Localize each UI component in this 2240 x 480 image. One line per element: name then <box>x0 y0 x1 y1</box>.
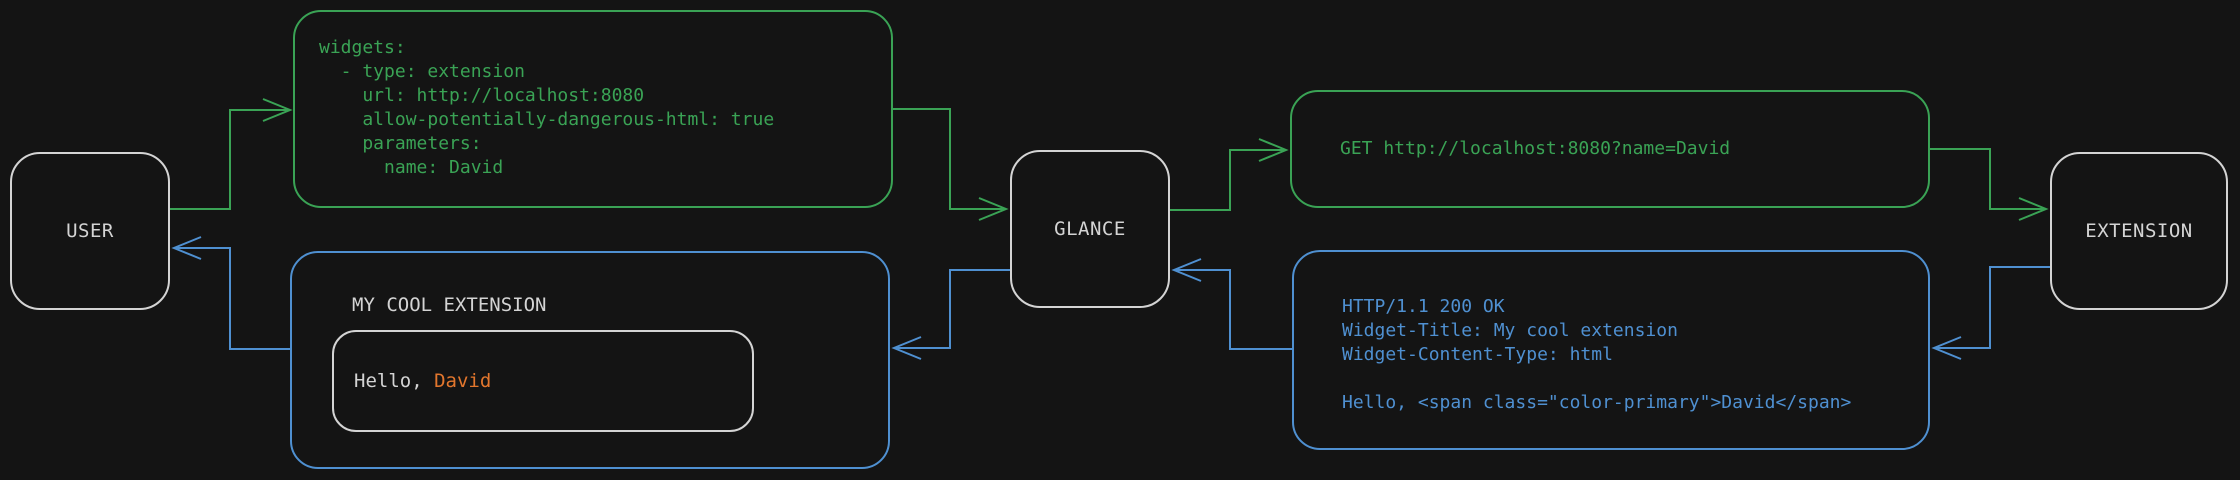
glance-node-label: GLANCE <box>1054 218 1126 240</box>
glance-node: GLANCE <box>1010 150 1170 308</box>
edge-widget-to-user <box>171 236 290 350</box>
edge-glance-to-request <box>1170 138 1289 211</box>
yaml-config-line: widgets: <box>319 37 406 58</box>
http-request-line: GET http://localhost:8080?name=David <box>1340 138 1731 159</box>
edge-config-to-glance <box>893 108 1009 221</box>
yaml-config-line: name: David <box>319 157 504 178</box>
http-response-line: Hello, <span class="color-primary">David… <box>1342 392 1852 413</box>
greeting-name: David <box>434 370 492 392</box>
http-request-box: GET http://localhost:8080?name=David <box>1290 90 1930 208</box>
http-response-line: Widget-Content-Type: html <box>1342 344 1613 365</box>
greeting-prefix: Hello, <box>354 370 435 392</box>
extension-node-label: EXTENSION <box>2085 220 2193 242</box>
edge-request-to-extension <box>1930 148 2049 221</box>
yaml-config-line: - type: extension <box>319 61 525 82</box>
edge-response-to-glance <box>1171 258 1292 350</box>
yaml-config-line: url: http://localhost:8080 <box>319 85 645 106</box>
http-response-box: HTTP/1.1 200 OK Widget-Title: My cool ex… <box>1292 250 1930 450</box>
widget-greeting-box: Hello, David <box>332 330 754 432</box>
http-response-line <box>1342 367 1928 391</box>
edge-extension-to-response <box>1931 266 2050 360</box>
yaml-config-line: allow-potentially-dangerous-html: true <box>319 109 775 130</box>
edge-glance-to-widget <box>891 269 1010 360</box>
http-response-line: Widget-Title: My cool extension <box>1342 320 1678 341</box>
yaml-config-box: widgets: - type: extension url: http://l… <box>293 10 893 208</box>
yaml-config-line: parameters: <box>319 133 482 154</box>
http-response-line: HTTP/1.1 200 OK <box>1342 296 1505 317</box>
widget-preview-box: MY COOL EXTENSION Hello, David <box>290 251 890 469</box>
widget-title: MY COOL EXTENSION <box>352 294 547 316</box>
user-node-label: USER <box>66 220 114 242</box>
user-node: USER <box>10 152 170 310</box>
extension-node: EXTENSION <box>2050 152 2228 310</box>
edge-user-to-config <box>170 98 293 210</box>
